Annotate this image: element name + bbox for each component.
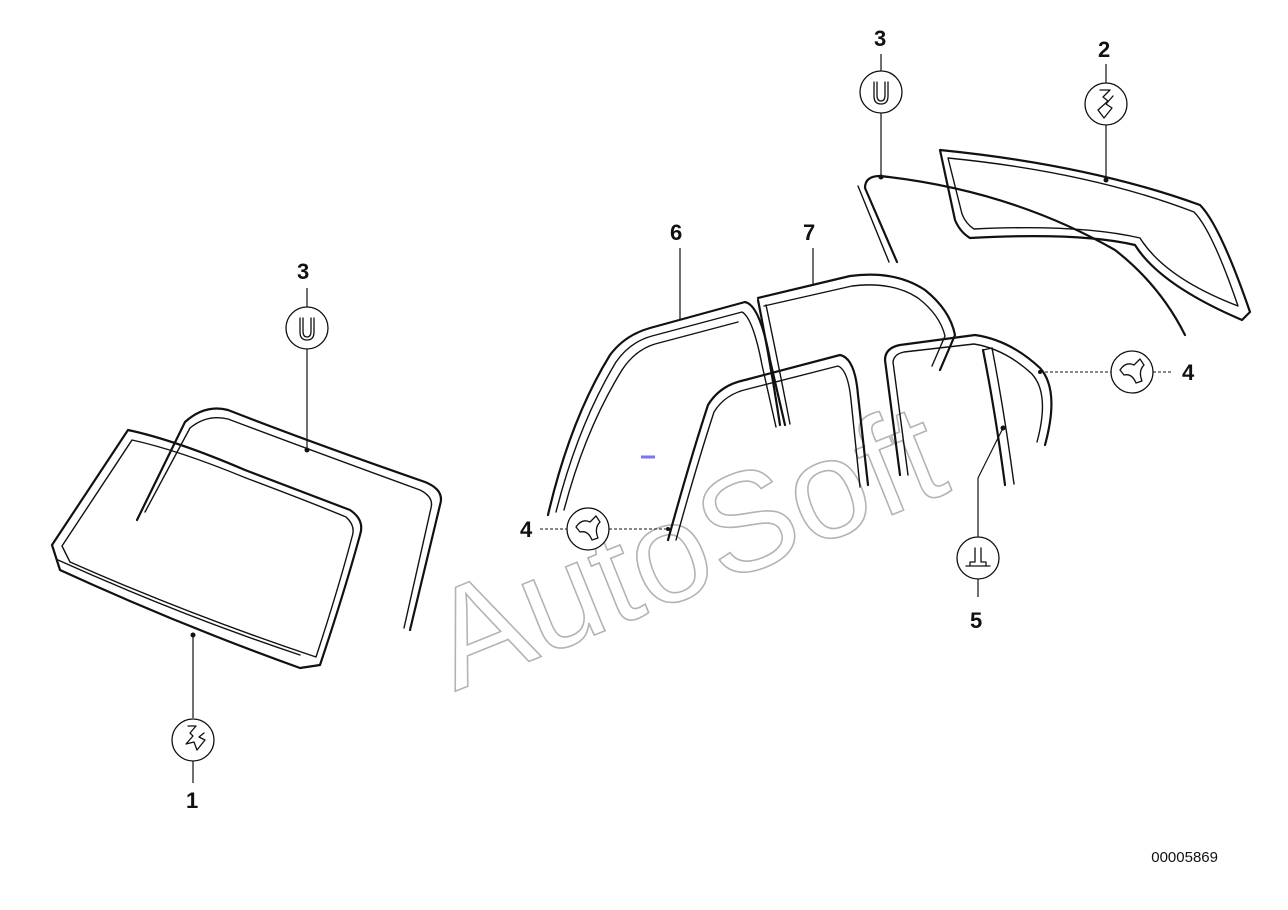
u-profile-icon-rear xyxy=(873,81,889,105)
callout-7[interactable]: 7 xyxy=(803,220,815,285)
callout-number-3-rear: 3 xyxy=(874,26,886,51)
u-profile-icon xyxy=(299,317,315,341)
windscreen-glass xyxy=(50,428,363,670)
door-seal-profile-icon xyxy=(575,515,601,541)
inner-door-seal-middle xyxy=(666,353,870,542)
callout-3-front[interactable]: 3 xyxy=(285,259,329,453)
rear-glass-profile-icon xyxy=(1097,89,1114,119)
callout-4-right[interactable]: 4 xyxy=(1038,350,1195,394)
guide-channel-profile-icon xyxy=(965,547,991,567)
callout-number-5: 5 xyxy=(970,608,982,633)
windscreen-u-seal xyxy=(135,407,443,632)
callout-number-6: 6 xyxy=(670,220,682,245)
callout-number-1: 1 xyxy=(186,788,198,813)
rear-window-glass xyxy=(938,148,1252,322)
callout-number-2: 2 xyxy=(1098,37,1110,62)
sealing-profile-icon xyxy=(185,725,206,751)
callout-number-4-right: 4 xyxy=(1182,360,1195,385)
callout-6[interactable]: 6 xyxy=(670,220,682,320)
callout-number-7: 7 xyxy=(803,220,815,245)
callout-2[interactable]: 2 xyxy=(1084,37,1128,183)
rear-door-seal xyxy=(756,273,957,427)
callout-3-rear[interactable]: 3 xyxy=(859,26,903,180)
guide-channel xyxy=(981,347,1015,487)
callout-5[interactable]: 5 xyxy=(956,425,1006,634)
callout-1[interactable]: 1 xyxy=(171,632,215,814)
inner-door-seal-rear xyxy=(883,333,1053,477)
callout-number-4-middle: 4 xyxy=(520,517,533,542)
callout-4-middle[interactable]: 4 xyxy=(520,507,670,551)
callout-number-3-front: 3 xyxy=(297,259,309,284)
watermark: AutoSoft xyxy=(407,372,964,719)
front-door-seal xyxy=(546,300,787,517)
rear-window-u-seal xyxy=(857,174,1187,337)
rear-door-seal-profile-icon xyxy=(1119,358,1145,384)
drawing-number: 00005869 xyxy=(1151,849,1218,866)
